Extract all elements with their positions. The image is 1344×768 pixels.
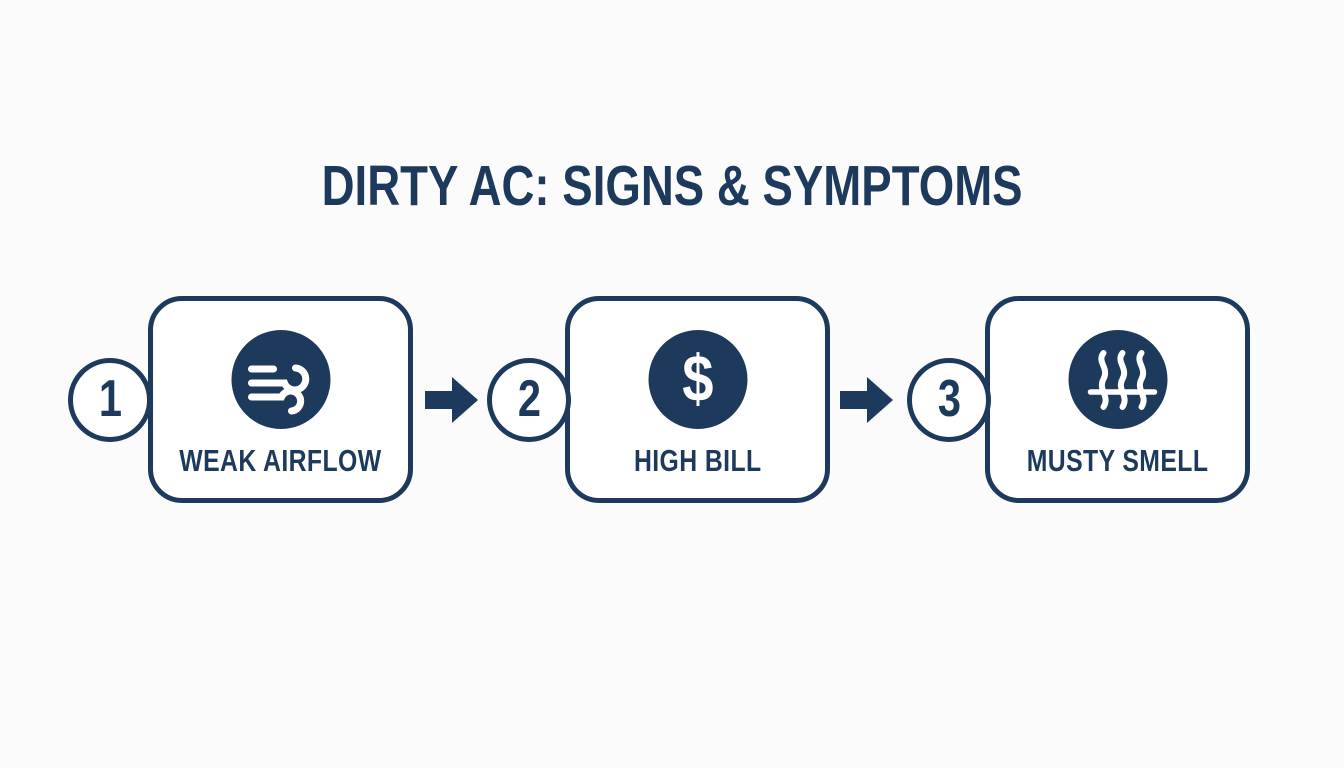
arrow-right-icon	[425, 377, 478, 423]
page-title-row: DIRTY AC: SIGNS & SYMPTOMS	[0, 158, 1344, 215]
step-number: 2	[517, 370, 541, 428]
step-number: 1	[98, 370, 122, 428]
wind-icon	[247, 364, 309, 415]
page-title: DIRTY AC: SIGNS & SYMPTOMS	[321, 154, 1023, 218]
icon-circle: $	[648, 330, 747, 429]
step-label: HIGH BILL	[633, 443, 762, 478]
step-card-weak-airflow: WEAK AIRFLOW	[148, 296, 413, 503]
icon-circle	[231, 330, 330, 429]
dollar-icon: $	[681, 340, 714, 415]
step-label: WEAK AIRFLOW	[179, 443, 382, 478]
step-number-badge: 1	[68, 358, 152, 442]
arrow-right-icon	[840, 377, 893, 423]
step-card-high-bill: $ HIGH BILL	[565, 296, 830, 503]
musty-smell-icon	[1087, 350, 1157, 410]
icon-circle	[1068, 330, 1167, 429]
step-number-badge: 3	[907, 358, 991, 442]
step-number-badge: 2	[487, 358, 571, 442]
step-number: 3	[937, 370, 961, 428]
step-label: MUSTY SMELL	[1026, 443, 1209, 478]
step-card-musty-smell: MUSTY SMELL	[985, 296, 1250, 503]
